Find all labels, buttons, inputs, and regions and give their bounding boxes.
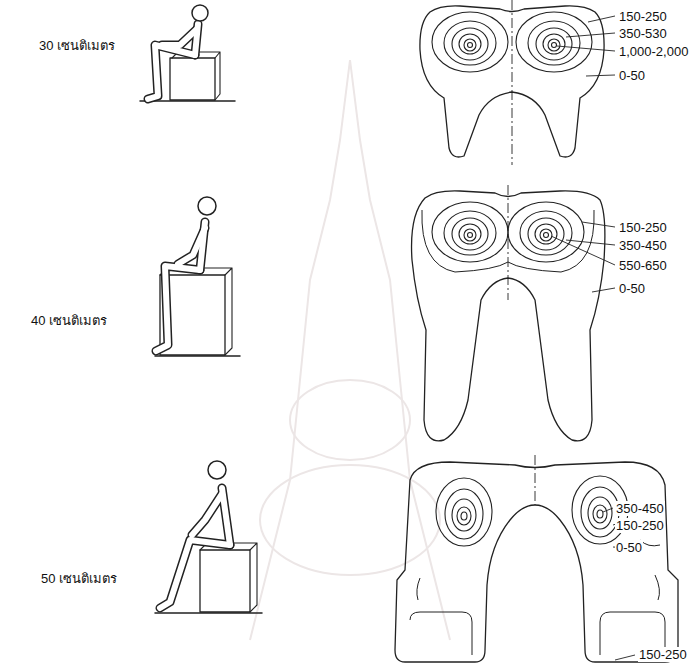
height-label: 30 เซนติเมตร — [38, 38, 116, 53]
pressure-map — [420, 0, 615, 165]
callout-number: 150-250 — [615, 518, 665, 533]
callout-number: 350-450 — [618, 238, 668, 253]
callout-number: 1,000-2,000 — [618, 44, 689, 59]
callout-number: 0-50 — [615, 540, 643, 555]
callout-number: 550-650 — [618, 258, 668, 273]
seated-figure — [155, 197, 240, 356]
callout-number: 350-530 — [618, 26, 668, 41]
callout-number: 0-50 — [618, 68, 646, 83]
height-label: 50 เซนติเมตร — [40, 571, 118, 586]
pressure-map — [412, 185, 615, 441]
seated-figure — [140, 5, 235, 101]
callout-number: 0-50 — [618, 281, 646, 296]
seated-figure — [155, 461, 262, 613]
watermark — [250, 60, 450, 640]
callout-number: 150-250 — [618, 220, 668, 235]
callout-number: 150-250 — [618, 9, 668, 24]
height-label: 40 เซนติเมตร — [30, 313, 108, 328]
pressure-map — [395, 455, 678, 662]
callout-number: 150-250 — [638, 647, 688, 662]
callout-number: 350-450 — [615, 501, 665, 516]
